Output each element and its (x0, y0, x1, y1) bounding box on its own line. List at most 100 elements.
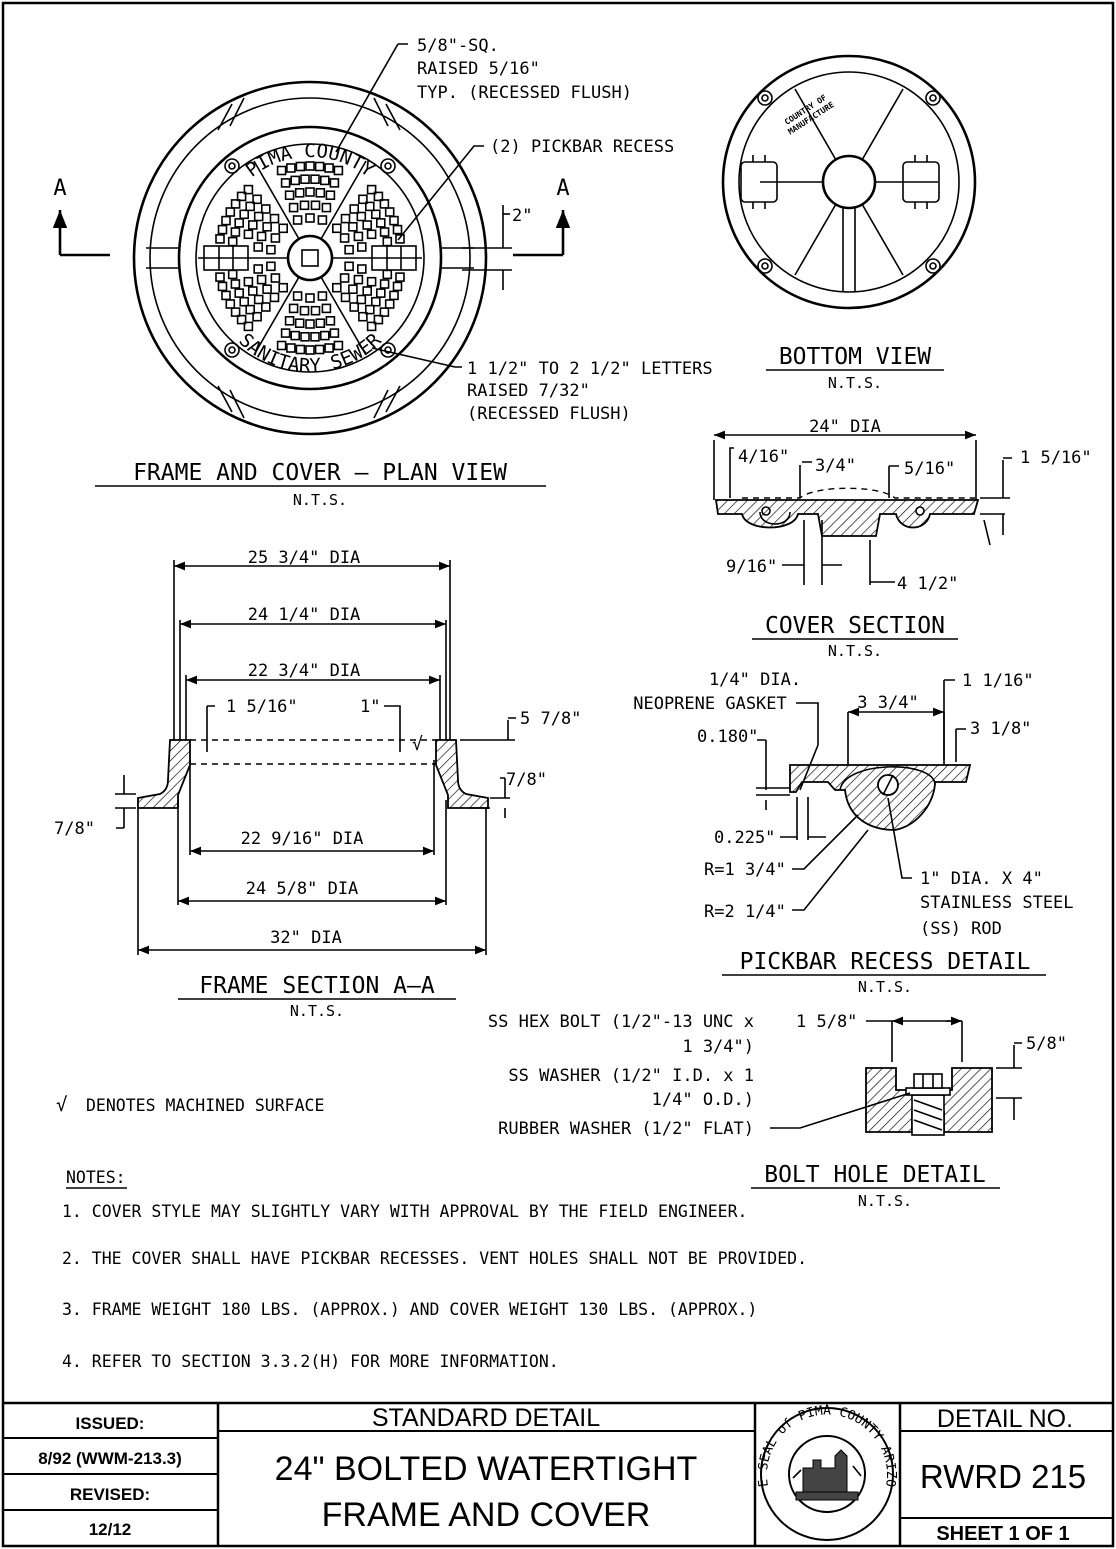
pickbar-dim-3-3-4: 3 3/4" (857, 693, 918, 713)
raised-square (215, 234, 225, 244)
raised-square (253, 264, 263, 274)
raised-square (340, 213, 351, 224)
section-mark-left: A (53, 176, 66, 201)
callout-letters-1: 1 1/2" TO 2 1/2" LETTERS (467, 359, 713, 379)
cover-dim-4-1-2: 4 1/2" (897, 574, 958, 594)
raised-square (288, 303, 299, 314)
raised-square (366, 229, 377, 240)
section-mark-right: A (556, 176, 569, 201)
detail-no-label: DETAIL NO. (937, 1405, 1073, 1433)
pickbar-dim-3-1-8: 3 1/8" (970, 719, 1031, 739)
raised-square (215, 272, 225, 282)
raised-square (315, 318, 326, 329)
raised-square (382, 236, 393, 247)
raised-square (375, 218, 386, 228)
raised-square (395, 234, 405, 244)
plan-view-title: FRAME AND COVER – PLAN VIEW (133, 460, 507, 486)
raised-square (269, 213, 280, 224)
raised-square (310, 331, 320, 342)
raised-square (321, 303, 332, 314)
revised-value: 12/12 (89, 1520, 132, 1539)
raised-square (364, 304, 375, 315)
raised-square (314, 344, 325, 355)
raised-square (253, 242, 263, 252)
raised-square (270, 233, 281, 243)
raised-square (269, 292, 280, 303)
raised-square (299, 305, 310, 316)
pickbar-gasket-1: 1/4" DIA. (709, 670, 801, 690)
frame-dim-1-5-16: 1 5/16" (226, 697, 298, 717)
raised-square (353, 274, 364, 285)
callout-raised-1: 5/8"-SQ. (417, 36, 499, 56)
machined-symbol: √ (56, 1094, 67, 1116)
raised-square (375, 288, 386, 298)
raised-square (286, 163, 296, 173)
raised-square (266, 244, 276, 255)
raised-square (292, 291, 303, 301)
cover-section-scale: N.T.S. (828, 642, 882, 660)
raised-square (348, 284, 358, 295)
raised-square (370, 209, 381, 220)
cover-dim-9-16: 9/16" (726, 557, 777, 577)
raised-square (280, 178, 291, 188)
raised-square (253, 211, 264, 222)
frame-dim-7-8-right: 7/8" (506, 770, 547, 790)
raised-square (344, 244, 354, 255)
raised-square (256, 274, 267, 285)
cover-dim-dia: 24" DIA (809, 417, 881, 437)
raised-square (362, 220, 373, 230)
title-line-2: FRAME AND COVER (322, 1496, 651, 1534)
bolt-detail: 1 5/8" 5/8" SS HEX BOLT (1/2"-13 UNC x 1… (488, 1012, 1067, 1210)
raised-square (278, 223, 289, 234)
raised-square (294, 318, 305, 329)
cover-section: 24" DIA 4/16" 3/4" 5/16" 1 5/16" 9/16" 4… (713, 417, 1092, 660)
raised-square (370, 296, 381, 307)
raised-square (348, 222, 358, 232)
raised-square (331, 282, 342, 293)
pickbar-rod-1: 1" DIA. X 4" (920, 869, 1043, 889)
standard-detail-header: STANDARD DETAIL (372, 1404, 600, 1432)
raised-square (366, 321, 377, 332)
raised-square (356, 242, 367, 252)
raised-square (321, 202, 332, 213)
raised-square (319, 175, 330, 186)
raised-square (358, 311, 368, 322)
raised-square (230, 307, 241, 317)
raised-square (333, 340, 344, 351)
raised-square (324, 163, 334, 173)
bottom-view-title: BOTTOM VIEW (779, 344, 931, 370)
raised-square (379, 307, 390, 317)
raised-square (252, 311, 262, 322)
raised-square (325, 315, 336, 326)
raised-square (270, 273, 281, 283)
raised-square (234, 218, 244, 228)
raised-square (305, 161, 315, 171)
raised-square (366, 184, 377, 195)
cover-dim-3-4: 3/4" (815, 456, 856, 476)
raised-square (262, 222, 272, 232)
raised-square (373, 314, 384, 325)
callout-2in: 2" (512, 206, 532, 226)
raised-square (292, 215, 303, 225)
note-2: 2. THE COVER SHALL HAVE PICKBAR RECESSES… (62, 1249, 807, 1268)
raised-square (305, 213, 315, 223)
raised-square (278, 282, 289, 293)
callout-pickbar: (2) PICKBAR RECESS (490, 137, 674, 157)
raised-square (248, 220, 258, 230)
bottom-view: COUNTRY OF MANUFACTURE BOTTOM VIEW N.T.S… (721, 54, 977, 392)
raised-square (314, 161, 325, 172)
washer-callout-1: SS WASHER (1/2" I.D. x 1 (508, 1066, 754, 1086)
raised-square (217, 224, 228, 235)
raised-square (349, 204, 360, 214)
note-3: 3. FRAME WEIGHT 180 LBS. (APPROX.) AND C… (62, 1300, 757, 1319)
raised-square (239, 209, 249, 220)
raised-square (310, 305, 321, 316)
pickbar-dim-1-1-16: 1 1/16" (962, 671, 1034, 691)
raised-square (236, 191, 247, 202)
raised-square (236, 314, 247, 325)
raised-square (339, 273, 350, 283)
machined-symbol-frame: √ (412, 734, 423, 755)
frame-dim-5-7-8: 5 7/8" (520, 709, 581, 729)
raised-square (266, 261, 276, 272)
frame-dim-32: 32" DIA (270, 928, 342, 948)
